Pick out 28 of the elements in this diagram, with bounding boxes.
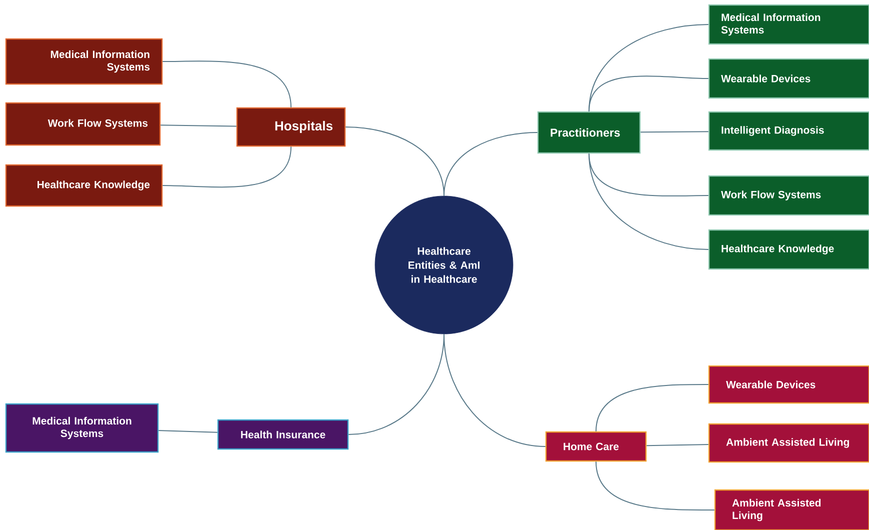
topic-box: Medical Information Systems xyxy=(708,4,869,45)
connector-line xyxy=(588,76,709,112)
topic-box: Intelligent Diagnosis xyxy=(708,111,869,151)
connector-line xyxy=(588,153,709,250)
connector-line xyxy=(158,430,218,433)
topic-box: Ambient Assisted Living xyxy=(708,423,869,463)
topic-box: Work Flow Systems xyxy=(5,102,161,146)
topic-box: Wearable Devices xyxy=(708,365,869,404)
connector-line xyxy=(646,444,709,446)
topic-box: Wearable Devices xyxy=(708,58,869,99)
topic-box: Hospitals xyxy=(236,107,346,147)
topic-box: Home Care xyxy=(545,431,647,462)
connector-line xyxy=(444,334,546,447)
topic-box: Health Insurance xyxy=(217,419,349,450)
topic-box: Medical Information Systems xyxy=(5,403,159,453)
topic-box: Work Flow Systems xyxy=(708,175,869,216)
topic-box: Healthcare Knowledge xyxy=(708,229,869,270)
connector-line xyxy=(162,146,292,188)
connector-line xyxy=(640,131,709,133)
connector-line xyxy=(444,132,538,196)
topic-box: Practitioners xyxy=(537,111,641,154)
connector-line xyxy=(596,384,709,432)
connector-line xyxy=(162,60,292,108)
connector-line xyxy=(160,124,237,127)
topic-box: Ambient Assisted Living xyxy=(714,489,869,530)
topic-box: Medical Information Systems xyxy=(5,38,163,85)
topic-box: Healthcare Knowledge xyxy=(5,164,163,207)
connector-line xyxy=(596,461,715,510)
